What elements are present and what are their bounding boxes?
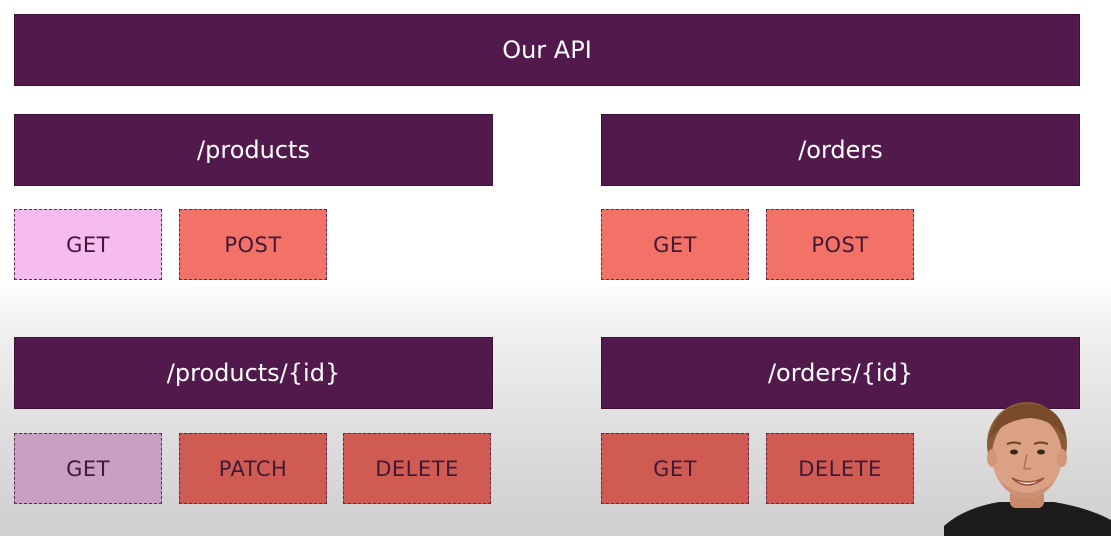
products-post-method: POST	[179, 209, 327, 280]
orders-path-label: /orders	[798, 136, 883, 164]
method-label: POST	[811, 232, 869, 257]
method-label: DELETE	[375, 456, 459, 481]
method-label: GET	[653, 456, 697, 481]
orders-resource-bar: /orders	[601, 114, 1080, 186]
products-id-patch-method: PATCH	[179, 433, 327, 504]
orders-id-resource-bar: /orders/{id}	[601, 337, 1080, 409]
method-label: GET	[66, 456, 110, 481]
orders-post-method: POST	[766, 209, 914, 280]
presenter-avatar	[944, 402, 1111, 536]
method-label: PATCH	[218, 456, 288, 481]
products-path-label: /products	[197, 136, 310, 164]
method-label: DELETE	[798, 456, 882, 481]
orders-id-delete-method: DELETE	[766, 433, 914, 504]
products-id-get-method: GET	[14, 433, 162, 504]
api-title: Our API	[502, 36, 592, 64]
api-title-bar: Our API	[14, 14, 1080, 86]
method-label: GET	[653, 232, 697, 257]
products-get-method: GET	[14, 209, 162, 280]
method-label: GET	[66, 232, 110, 257]
products-id-resource-bar: /products/{id}	[14, 337, 493, 409]
orders-id-get-method: GET	[601, 433, 749, 504]
orders-get-method: GET	[601, 209, 749, 280]
method-label: POST	[224, 232, 282, 257]
orders-id-path-label: /orders/{id}	[767, 359, 914, 387]
products-id-delete-method: DELETE	[343, 433, 491, 504]
products-resource-bar: /products	[14, 114, 493, 186]
products-id-path-label: /products/{id}	[166, 359, 341, 387]
